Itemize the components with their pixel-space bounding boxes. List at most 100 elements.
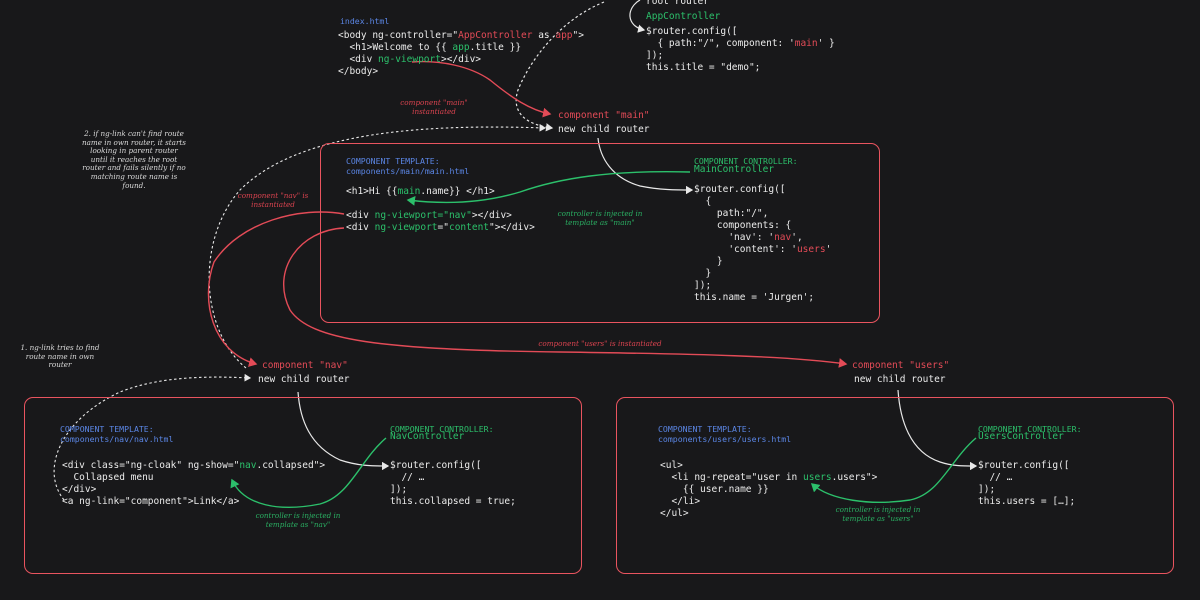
main-controller-name: MainController: [694, 164, 775, 175]
code-line: <a ng-link="component">Link</a>: [62, 496, 325, 508]
code-line: <body ng-controller="AppController as ap…: [338, 30, 584, 42]
code-token: this.name = 'Jurgen';: [694, 292, 815, 303]
note-main-instantiated: component "main" instantiated: [400, 98, 468, 116]
nav-child-router: new child router: [258, 374, 350, 385]
code-token: ng-viewport: [378, 54, 441, 65]
code-token: as: [532, 30, 556, 41]
code-token: {: [694, 196, 712, 207]
code-line: <div ng-viewport="content"></div>: [346, 222, 535, 234]
arrow-users-controller-to-template: [810, 437, 977, 503]
users-template-path: components/users/users.html: [658, 434, 792, 444]
code-line: Collapsed menu: [62, 472, 325, 484]
code-token: <div: [346, 210, 375, 221]
code-token: this.collapsed = true;: [390, 496, 516, 507]
nav-template-code: <div class="ng-cloak" ng-show="nav.colla…: [62, 460, 325, 508]
root-filename: index.html: [340, 16, 390, 26]
code-line: { path:"/", component: 'main' }: [646, 38, 835, 50]
users-template-code: <ul> <li ng-repeat="user in users.users"…: [660, 460, 877, 520]
main-child-router: new child router: [558, 124, 650, 135]
root-router-label: root router: [646, 0, 709, 7]
arrow-nav-viewport-to-component: [207, 211, 345, 367]
main-template-heading: COMPONENT TEMPLATE:: [346, 156, 440, 166]
code-token: main: [794, 38, 818, 49]
code-line: $router.config([: [390, 460, 516, 472]
code-token: $router.config([: [390, 460, 482, 471]
arrow-nav-controller-to-template: [230, 437, 387, 508]
nav-config-code: $router.config([ // …]);this.collapsed =…: [390, 460, 516, 508]
code-line: 'content': 'users': [694, 244, 831, 256]
root-config-code: $router.config([ { path:"/", component: …: [646, 26, 835, 74]
code-line: </body>: [338, 66, 584, 78]
code-line: $router.config([: [978, 460, 1075, 472]
code-line: // …: [978, 472, 1075, 484]
arrow-link-to-parent-router: [208, 123, 547, 369]
code-line: <ul>: [660, 460, 877, 472]
code-token: ">: [572, 30, 584, 41]
code-token: ' }: [817, 38, 835, 49]
note-link-own-router: 1. ng-link tries to find route name in o…: [20, 343, 100, 370]
users-template-heading: COMPONENT TEMPLATE:: [658, 424, 752, 434]
code-token: $router.config([: [694, 184, 786, 195]
code-token: ',: [791, 232, 803, 243]
code-line: path:"/",: [694, 208, 831, 220]
code-line: <h1>Welcome to {{ app.title }}: [338, 42, 584, 54]
main-component-box: [320, 143, 880, 323]
code-token: "></div>: [489, 222, 535, 233]
note-users-injected: controller is injected in template as "u…: [835, 505, 921, 523]
code-token: .collapsed">: [256, 460, 326, 471]
code-token: <h1>Welcome to {{: [338, 42, 453, 53]
code-token: <div: [338, 54, 379, 65]
code-line: [346, 198, 535, 210]
nav-controller-heading: COMPONENT CONTROLLER:: [390, 424, 494, 434]
code-token: app: [452, 42, 470, 53]
code-token: main: [397, 186, 421, 197]
main-template-code: <h1>Hi {{main.name}} </h1> <div ng-viewpo…: [346, 186, 535, 234]
code-line: $router.config([: [694, 184, 831, 196]
code-line: components: {: [694, 220, 831, 232]
code-token: 'nav': ': [694, 232, 775, 243]
code-token: nav: [774, 232, 792, 243]
code-line: </li>: [660, 496, 877, 508]
code-token: <li ng-repeat="user in: [660, 472, 803, 483]
code-token: </ul>: [660, 508, 689, 519]
code-token: app: [555, 30, 573, 41]
code-token: ]);: [694, 280, 712, 291]
users-controller-name: UsersController: [978, 431, 1064, 442]
users-component-box: [616, 397, 1174, 574]
code-line: 'nav': 'nav',: [694, 232, 831, 244]
code-token: AppController: [458, 30, 533, 41]
code-token: .title }}: [469, 42, 522, 53]
code-line: {: [694, 196, 831, 208]
code-line: this.title = "demo";: [646, 62, 835, 74]
main-config-code: $router.config([ { path:"/", components:…: [694, 184, 831, 304]
code-token: $router.config([: [646, 26, 738, 37]
code-token: this.users = […];: [978, 496, 1076, 507]
code-token: </li>: [660, 496, 701, 507]
root-template-code: <body ng-controller="AppController as ap…: [338, 30, 584, 78]
code-token: path:"/",: [694, 208, 769, 219]
code-token: 'content': ': [694, 244, 797, 255]
code-token: <body ng-controller=": [338, 30, 459, 41]
code-token: users: [796, 244, 826, 255]
arrow-main-router-to-controller: [597, 137, 694, 195]
code-token: ></div>: [471, 210, 512, 221]
code-line: this.users = […];: [978, 496, 1075, 508]
code-line: ]);: [390, 484, 516, 496]
code-line: }: [694, 256, 831, 268]
code-line: {{ user.name }}: [660, 484, 877, 496]
nav-controller-name: NavController: [390, 431, 465, 442]
code-line: <div ng-viewport="nav"></div>: [346, 210, 535, 222]
code-token: ng-viewport="nav": [374, 210, 472, 221]
code-line: <div class="ng-cloak" ng-show="nav.colla…: [62, 460, 325, 472]
nav-template-heading: COMPONENT TEMPLATE:: [60, 424, 154, 434]
code-token: =": [437, 222, 449, 233]
code-line: <h1>Hi {{main.name}} </h1>: [346, 186, 535, 198]
code-line: <li ng-repeat="user in users.users">: [660, 472, 877, 484]
code-token: ng-viewport: [374, 222, 438, 233]
code-token: users: [803, 472, 832, 483]
nav-template-path: components/nav/nav.html: [60, 434, 174, 444]
code-line: $router.config([: [646, 26, 835, 38]
code-token: {{ user.name }}: [660, 484, 769, 495]
users-component-label: component "users": [852, 360, 950, 371]
